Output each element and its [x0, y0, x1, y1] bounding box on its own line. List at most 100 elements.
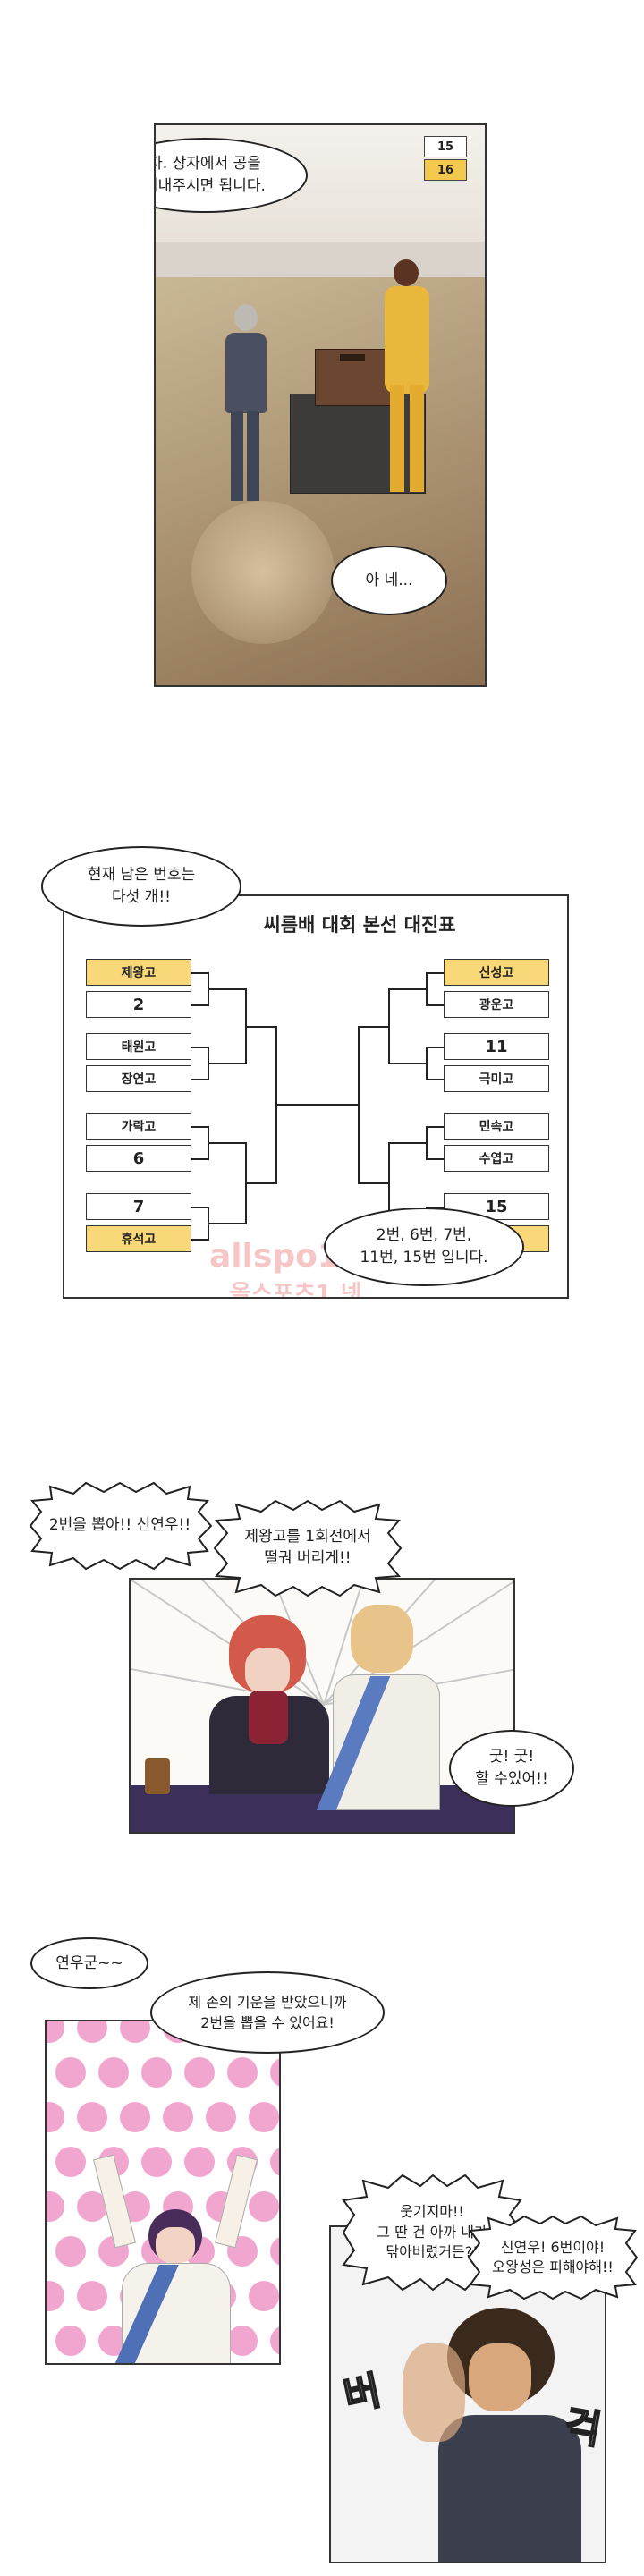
polka-dot — [77, 2281, 107, 2311]
polka-dot — [141, 2057, 172, 2088]
bracket-line — [191, 1239, 209, 1241]
second-student — [402, 2343, 465, 2442]
bracket-team-right-6: 수엽고 — [444, 1145, 549, 1172]
board-title: 씨름배 대회 본선 대진표 — [263, 914, 456, 936]
bracket-line — [191, 1207, 209, 1208]
bracket-line — [388, 1142, 428, 1144]
bracket-team-right-1: 신성고 — [444, 959, 549, 986]
speech-bubble-cheer: 굿! 굿! 할 수있어!! — [449, 1730, 574, 1807]
bracket-team-left-1: 제왕고 — [86, 959, 191, 986]
polka-dot — [47, 2281, 64, 2311]
sfx-beo: 버 — [339, 2367, 386, 2420]
bracket-team-right-3: 11 — [444, 1033, 549, 1060]
shout-text-pick-two: 2번을 뽑아!! 신연우!! — [48, 1516, 191, 1535]
bracket-team-right-4: 극미고 — [444, 1065, 549, 1092]
bracket-team-left-2: 2 — [86, 991, 191, 1018]
bracket-team-right-2: 광운고 — [444, 991, 549, 1018]
scoreboard-16: 16 — [424, 159, 467, 181]
host-figure — [379, 259, 435, 501]
red-haired-student — [193, 1615, 345, 1794]
cup — [145, 1758, 170, 1794]
scoreboard-15: 15 — [424, 136, 467, 157]
watermark-korean: 올스포츠1.넷 — [230, 1281, 362, 1299]
polka-dot — [270, 2326, 279, 2356]
polka-dot — [249, 2191, 279, 2222]
bracket-team-left-8: 휴석고 — [86, 1225, 191, 1252]
bracket-line — [358, 1025, 390, 1028]
shout-text-drop-jewang: 제왕고를 1회전에서 떨궈 버리게!! — [244, 1528, 371, 1567]
bracket-line — [208, 1142, 247, 1144]
speech-bubble-my-hands: 제 손의 기운을 받았으니까 2번을 뽑을 수 있어요! — [150, 1971, 385, 2054]
shout-bubble-pick-six: 신연우! 6번이야! 오왕성은 피해야해!! — [465, 2215, 640, 2301]
bracket-line — [208, 988, 247, 990]
shout-bubble-drop-jewang: 제왕고를 1회전에서 떨궈 버리게!! — [209, 1499, 406, 1597]
bracket-line — [191, 972, 209, 974]
polka-dot — [55, 2236, 86, 2267]
speech-bubble-remaining: 현재 남은 번호는 다섯 개!! — [41, 846, 242, 927]
bracket-line — [208, 1063, 247, 1064]
bracket-line — [275, 1104, 360, 1106]
bracket-line — [426, 1046, 444, 1048]
bracket-line — [426, 1126, 444, 1128]
ballot-box-slot — [340, 354, 365, 361]
white-uniform-student — [316, 1605, 444, 1810]
bracket-line — [208, 1223, 247, 1224]
polka-dot — [120, 2102, 150, 2132]
speech-bubble-yeonwoo: 연우군~~ — [30, 1937, 148, 1989]
polka-dot — [141, 2147, 172, 2177]
bracket-line — [388, 988, 428, 990]
bracket-line — [191, 1126, 209, 1128]
bracket-line — [245, 1182, 277, 1184]
floor-light — [191, 501, 335, 644]
polka-dot — [270, 2057, 279, 2088]
speech-bubble-numbers: 2번, 6번, 7번, 11번, 15번 입니다. — [324, 1208, 524, 1286]
polka-dot — [249, 2281, 279, 2311]
polka-dot — [77, 2102, 107, 2132]
polka-dot — [47, 2021, 64, 2043]
polka-dot — [47, 2191, 64, 2222]
curly-haired-student — [438, 2308, 590, 2562]
bracket-line — [426, 1079, 444, 1080]
wall-stripe — [156, 242, 485, 277]
bracket-team-left-5: 가락고 — [86, 1113, 191, 1140]
polka-dot — [55, 2147, 86, 2177]
panel-1: 15 16 자. 상자에서 공을 꺼내주시면 됩니다. 아 네... — [154, 123, 487, 687]
polka-dot — [163, 2102, 193, 2132]
shout-bubble-pick-two: 2번을 뽑아!! 신연우!! — [23, 1481, 216, 1571]
bracket-line — [388, 1063, 428, 1064]
speech-bubble-boy: 아 네... — [331, 546, 447, 615]
polka-dot — [227, 2057, 258, 2088]
bracket-line — [191, 1158, 209, 1160]
polka-dot — [98, 2057, 129, 2088]
polka-dot — [55, 2057, 86, 2088]
bracket-line — [191, 1079, 209, 1080]
polka-dot — [249, 2102, 279, 2132]
polka-dot — [184, 2057, 215, 2088]
bracket-team-left-6: 6 — [86, 1145, 191, 1172]
bracket-line — [426, 972, 444, 974]
polka-dot — [270, 2236, 279, 2267]
shout-text-pick-six: 신연우! 6번이야! 오왕성은 피해야해!! — [492, 2238, 614, 2275]
polka-dot — [77, 2021, 107, 2043]
bracket-line — [358, 1182, 390, 1184]
bracket-line — [245, 1025, 277, 1028]
bracket-team-left-3: 태원고 — [86, 1033, 191, 1060]
polka-dot — [270, 2147, 279, 2177]
polka-dot — [184, 2147, 215, 2177]
bracket-line — [426, 1004, 444, 1006]
bracket-line — [426, 1158, 444, 1160]
cheering-student — [93, 2154, 258, 2363]
polka-dot — [206, 2102, 236, 2132]
bracket-team-right-5: 민속고 — [444, 1113, 549, 1140]
polka-dot — [227, 2326, 258, 2356]
polka-dot — [120, 2021, 150, 2043]
panel-4-left — [45, 2020, 281, 2365]
bracket-team-left-7: 7 — [86, 1193, 191, 1220]
bracket-line — [191, 1046, 209, 1048]
polka-dot — [47, 2102, 64, 2132]
bracket-team-left-4: 장연고 — [86, 1065, 191, 1092]
bracket-line — [191, 1004, 209, 1006]
panel-3 — [129, 1578, 515, 1834]
polka-dot — [55, 2326, 86, 2356]
boy-figure — [218, 304, 272, 510]
